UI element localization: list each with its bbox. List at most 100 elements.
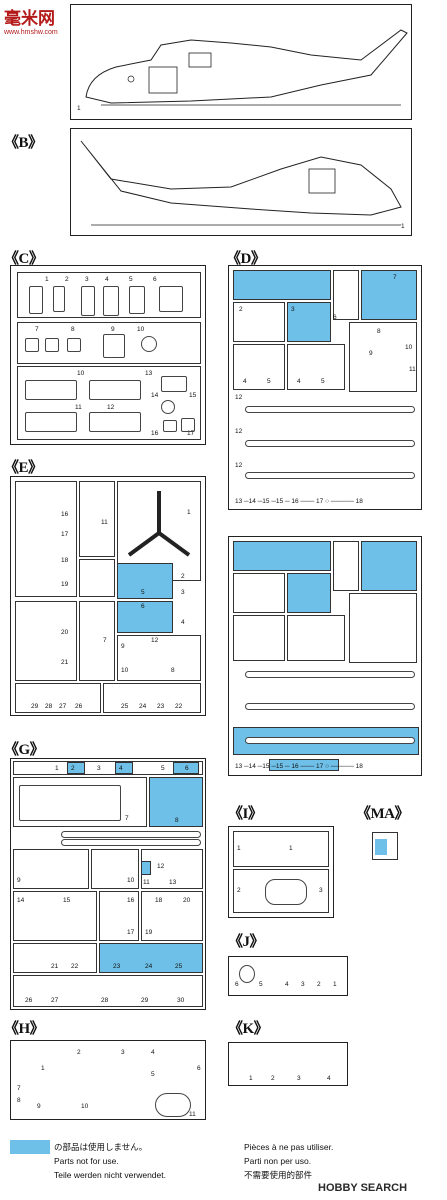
g-num: 16 [127,897,135,904]
i-cell-top [233,831,329,867]
d-num: 9 [369,350,373,357]
e-num: 1 [187,509,191,516]
runner-d: 7 2 3 6 8 9 10 11 4 5 4 5 12 12 12 13 ─1… [228,265,422,510]
h-num: 10 [81,1103,89,1110]
g-cell [99,891,139,941]
c-part [81,286,95,316]
h-num: 2 [77,1049,81,1056]
g-num: 2 [71,765,75,772]
g-unused-4 [115,762,133,774]
g-unused-6 [173,762,199,774]
h-num: 3 [121,1049,125,1056]
g-rail [61,831,201,838]
h-num: 1 [41,1065,45,1072]
g-num: 25 [175,963,183,970]
e-num: 28 [45,703,53,710]
d2-cell [233,573,285,613]
e-unused-parts-5 [117,563,173,599]
part-a1-number: 1 [77,105,81,112]
c-num: 6 [153,276,157,283]
e-num: 22 [175,703,183,710]
e-num: 27 [59,703,67,710]
d-num: 10 [405,344,413,351]
h-num: 4 [151,1049,155,1056]
h-num: 9 [37,1103,41,1110]
g-num: 5 [161,765,165,772]
g-num: 19 [145,929,153,936]
c-part [103,334,125,358]
e-cell-bottom-left [15,683,101,713]
j-num: 3 [301,981,305,988]
c-num: 9 [111,326,115,333]
c-part [141,336,157,352]
d-num: 11 [409,366,416,373]
d2-rotor-blade [245,737,415,744]
c-wing [25,412,77,432]
g-num: 10 [127,877,135,884]
d2-unused-parts-3 [287,573,331,613]
c-num: 14 [151,392,159,399]
c-part [161,400,175,414]
c-num: 10 [137,326,145,333]
g-cell [13,891,97,941]
runner-h: 1 2 3 4 5 6 7 8 9 10 11 [10,1040,206,1120]
c-num: 12 [107,404,115,411]
k-num: 3 [297,1075,301,1082]
g-num: 1 [55,765,59,772]
c-part [159,286,183,312]
e-num: 19 [61,581,69,588]
fuselage-half-a [85,29,408,106]
d-cell [233,344,285,390]
e-cell [117,635,201,681]
runner-c: 1 2 3 4 5 6 7 8 9 10 10 11 12 13 14 15 1… [10,265,206,445]
g-num: 29 [141,997,149,1004]
d-num: 8 [377,328,381,335]
runner-a: 1 [70,4,412,120]
h-num: 5 [151,1071,155,1078]
d2-unused-parts-7 [361,541,417,591]
k-num: 2 [271,1075,275,1082]
g-num: 28 [101,997,109,1004]
d-unused-parts-7 [361,270,417,320]
h-part [155,1093,191,1117]
c-wing [89,380,141,400]
watermark-main: 毫米网 [4,9,55,29]
e-num: 3 [181,589,185,596]
i-num: 3 [319,887,323,894]
d2-unused-parts [233,541,331,571]
legend-fr: Pièces à ne pas utiliser. [244,1142,334,1152]
runner-b: 1 [70,128,412,236]
c-num: 11 [75,404,82,411]
g-num: 9 [17,877,21,884]
e-num: 7 [103,637,107,644]
c-part [53,286,65,312]
e-num: 8 [171,667,175,674]
e-num: 26 [75,703,83,710]
d-num: 7 [393,274,397,281]
d2-rotor-blade [245,671,415,678]
runner-i: 1 1 2 3 [228,826,334,918]
d-num: 5 [321,378,325,385]
c-part [181,418,195,432]
c-num: 2 [65,276,69,283]
section-d-label: 《D》 [226,251,266,267]
g-num: 8 [175,817,179,824]
section-b-label: 《B》 [4,135,43,151]
c-wing [25,380,77,400]
d-cell [333,270,359,320]
c-cell-bottom [17,366,201,440]
fuselage-half-b [80,140,402,226]
e-unused-parts-6 [117,601,173,633]
e-cell [79,601,115,681]
d-rotor-blade [245,472,415,479]
legend-it: Parti non per uso. [244,1156,312,1166]
e-num: 9 [121,643,125,650]
g-hull-part [19,785,121,821]
watermark-logo: 毫米网 www.hmshw.com [4,4,74,36]
section-i-label: 《I》 [228,806,263,822]
g-num: 15 [63,897,71,904]
j-part [239,965,255,983]
g-num: 27 [51,997,59,1004]
g-num: 18 [155,897,163,904]
g-num: 6 [185,765,189,772]
